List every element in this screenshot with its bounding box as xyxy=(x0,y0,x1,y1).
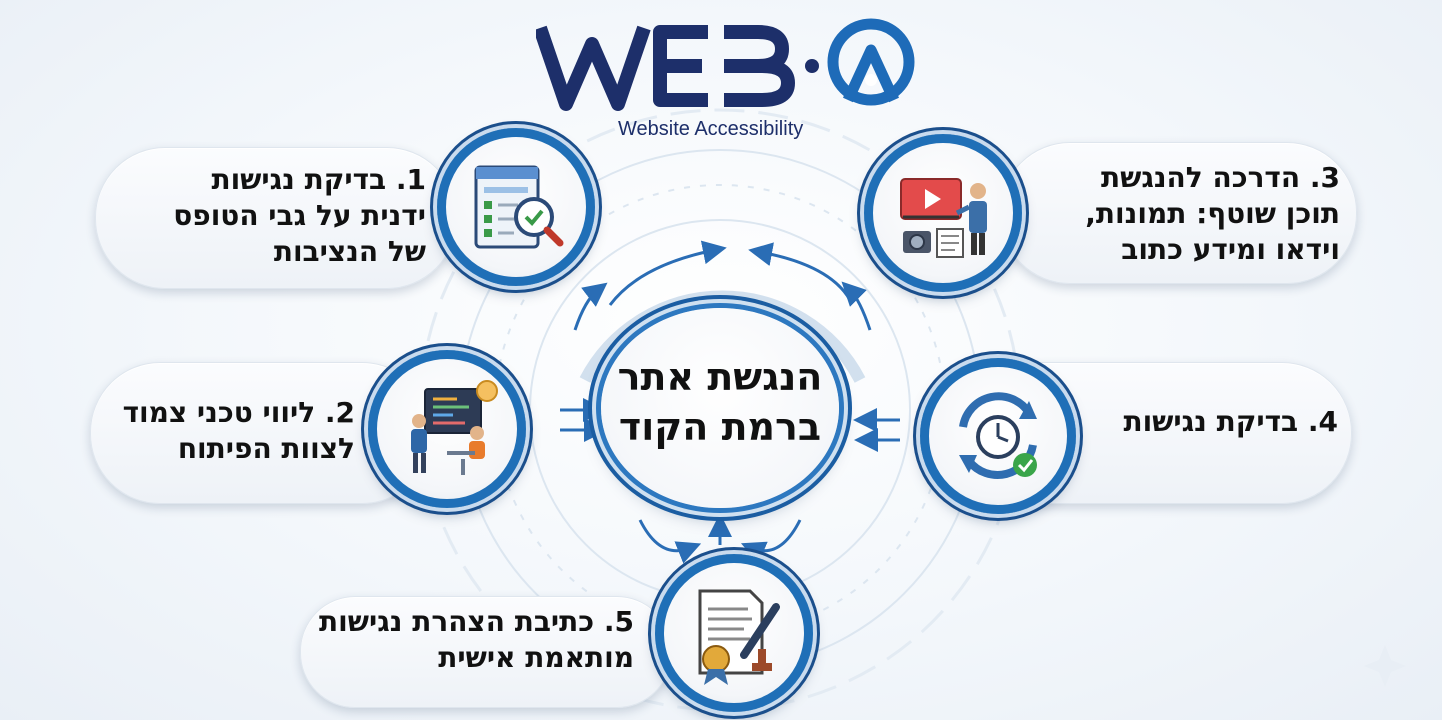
step-5-text: 5. כתיבת הצהרת נגישות מותאמת אישית xyxy=(300,604,634,676)
center-hub: הנגשת אתר ברמת הקוד xyxy=(601,308,839,508)
step-2-text: 2. ליווי טכני צמוד לצוות הפיתוח xyxy=(105,395,355,467)
clock-refresh-check-icon xyxy=(959,392,1037,479)
step-5-line-2: מותאמת אישית xyxy=(438,641,634,674)
step-3-icon-circle xyxy=(864,134,1022,292)
center-title-line-1: הנגשת אתר xyxy=(617,355,823,399)
web-a-logo xyxy=(536,18,915,111)
step-3-line-3: וידאו ומידע כתוב xyxy=(1121,233,1340,266)
step-1-text: 1. בדיקת נגישות ידנית על גבי הטופס של הנ… xyxy=(110,162,426,270)
step-2-icon-circle xyxy=(368,350,526,508)
step-1-pill xyxy=(95,147,457,289)
step-1-line-1: 1. בדיקת נגישות xyxy=(211,163,426,196)
step-3-line-2: תוכן שוטף: תמונות, xyxy=(1085,197,1340,230)
step-3-line-1: 3. הדרכה להנגשת xyxy=(1101,161,1340,194)
center-title: הנגשת אתר ברמת הקוד xyxy=(601,352,839,452)
document-pen-seal-icon xyxy=(698,589,780,685)
checklist-magnifier-icon xyxy=(474,165,564,249)
step-4-line-1: 4. בדיקת נגישות xyxy=(1123,405,1338,438)
logo-subtitle: Website Accessibility xyxy=(618,118,804,140)
step-2-line-1: 2. ליווי טכני צמוד xyxy=(122,396,355,429)
step-4-text: 4. בדיקת נגישות xyxy=(1080,404,1338,440)
center-title-line-2: ברמת הקוד xyxy=(618,405,822,449)
step-2-line-2: לצוות הפיתוח xyxy=(177,432,355,465)
step-5-icon-circle xyxy=(655,554,813,712)
step-3-pill xyxy=(1000,142,1357,284)
step-1-icon-circle xyxy=(437,128,595,286)
step-3-text: 3. הדרכה להנגשת תוכן שוטף: תמונות, וידאו… xyxy=(1025,160,1340,268)
media-presentation-icon xyxy=(900,178,987,258)
step-5-line-1: 5. כתיבת הצהרת נגישות xyxy=(319,605,634,638)
step-5-pill xyxy=(300,596,672,708)
sparkle-icon xyxy=(1364,645,1406,687)
developers-team-icon xyxy=(411,380,498,475)
step-4-icon-circle xyxy=(920,358,1076,514)
step-1-line-2: ידנית על גבי הטופס xyxy=(173,199,426,232)
step-1-line-3: של הנציבות xyxy=(273,235,426,268)
